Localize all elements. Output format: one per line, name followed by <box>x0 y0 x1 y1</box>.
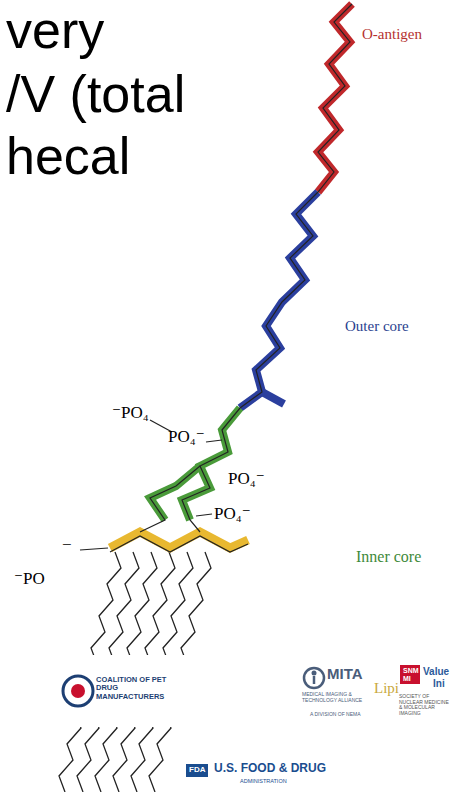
logo-text: MITA <box>327 666 363 683</box>
phosphate-label: PO₄⁻ <box>168 428 205 447</box>
slide-text: very <box>6 2 104 59</box>
o-antigen-chain <box>318 4 352 192</box>
phosphate-label: ⁻PO₄ <box>112 404 149 423</box>
coalition-emblem <box>58 655 192 727</box>
part-label: Outer core <box>345 318 409 335</box>
logo-text: SNM MI <box>400 665 420 684</box>
outer-core-chain <box>240 192 318 408</box>
phosphate-label: ⁻PO <box>14 570 45 589</box>
phosphate-label: PO₄⁻ <box>228 470 265 489</box>
logo-text: Value <box>423 666 449 677</box>
phosphate-label: PO₄⁻ <box>214 505 251 524</box>
logo-text: ADMINISTRATION <box>240 778 287 784</box>
inner-core-branch <box>150 466 200 520</box>
logo-text: SOCIETY OF NUCLEAR MEDICINE & MOLECULAR … <box>399 694 451 716</box>
outer-core-branch <box>262 392 284 404</box>
logo-text: U.S. FOOD & DRUG <box>214 762 326 775</box>
slide-text: hecal <box>6 128 130 185</box>
logo-text: A DIVISION OF NEMA <box>310 712 361 718</box>
lipid-tails <box>59 552 211 792</box>
slide-text: /V (total <box>6 66 185 123</box>
logo-text: FDA <box>186 764 208 777</box>
part-label: Lipi <box>374 680 399 697</box>
charge-sign: − <box>62 536 72 555</box>
logo-text: Ini <box>433 678 445 689</box>
inner-core-chain <box>182 408 240 520</box>
part-label: Inner core <box>356 548 421 566</box>
coalition-logo-ground <box>58 655 192 727</box>
logo-text: MEDICAL IMAGING & TECHNOLOGY ALLIANCE <box>302 692 372 703</box>
part-label: O-antigen <box>362 26 422 43</box>
lipid-a-head <box>110 532 248 548</box>
logo-text: COALITION OF PET DRUG MANUFACTURERS <box>96 676 186 701</box>
